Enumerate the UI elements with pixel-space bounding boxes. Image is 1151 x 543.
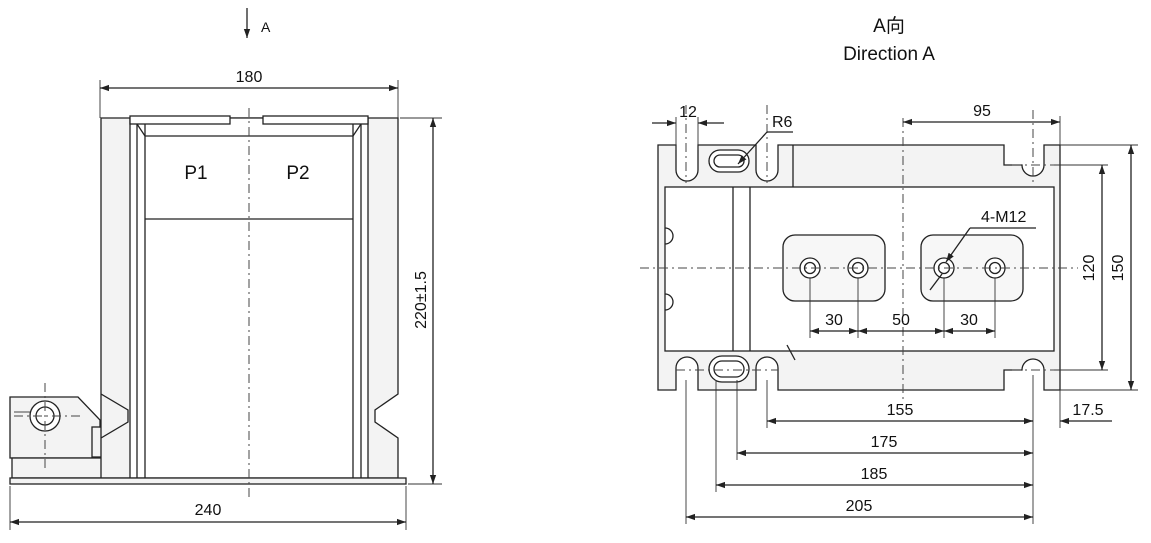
dim-95-label: 95: [973, 103, 991, 120]
dim-12: 12: [652, 104, 724, 150]
dim-180-label: 180: [236, 69, 263, 86]
dim-240-label: 240: [195, 502, 222, 519]
dim-top-width: 180: [99, 69, 399, 118]
dim-150-label: 150: [1110, 255, 1127, 282]
terminal-p1-label: P1: [184, 163, 207, 184]
dim-30a-label: 30: [825, 312, 843, 329]
dim-thread: 4-M12: [929, 209, 1036, 291]
view-title-en: Direction A: [843, 44, 935, 65]
dim-horizontal-stack: 155 17.5 175 185 205: [685, 375, 1112, 524]
side-view: A 180: [9, 8, 442, 530]
dim-4m12-label: 4-M12: [981, 209, 1026, 226]
direction-a-marker: A: [243, 8, 271, 38]
dim-155-label: 155: [887, 402, 914, 419]
view-title-cn: A向: [873, 15, 905, 37]
dim-50-label: 50: [892, 312, 910, 329]
slot-bottom: [708, 355, 750, 383]
dim-95: 95: [903, 103, 1061, 145]
slot-top: [708, 149, 750, 173]
dim-120-label: 120: [1081, 255, 1098, 282]
dim-r6: R6: [737, 114, 793, 165]
dim-185-label: 185: [861, 466, 888, 483]
dim-height: 220±1.5: [400, 117, 442, 485]
dim-205-label: 205: [846, 498, 873, 515]
dim-220-label: 220±1.5: [413, 271, 430, 329]
dim-base-width: 240: [9, 486, 407, 530]
transformer-body: P1 P2: [9, 108, 407, 498]
direction-a-label: A: [261, 19, 271, 35]
terminal-p2-label: P2: [286, 163, 309, 184]
dim-hole-spacing: 30 50 30: [809, 278, 996, 338]
dim-r6-label: R6: [772, 114, 793, 131]
dim-175-label: 175: [871, 434, 898, 451]
dim-12-label: 12: [679, 104, 697, 121]
dim-17-5-label: 17.5: [1072, 402, 1103, 419]
dim-heights: 120 150: [1054, 144, 1138, 391]
dim-30b-label: 30: [960, 312, 978, 329]
end-view: A向 Direction A: [640, 15, 1138, 524]
